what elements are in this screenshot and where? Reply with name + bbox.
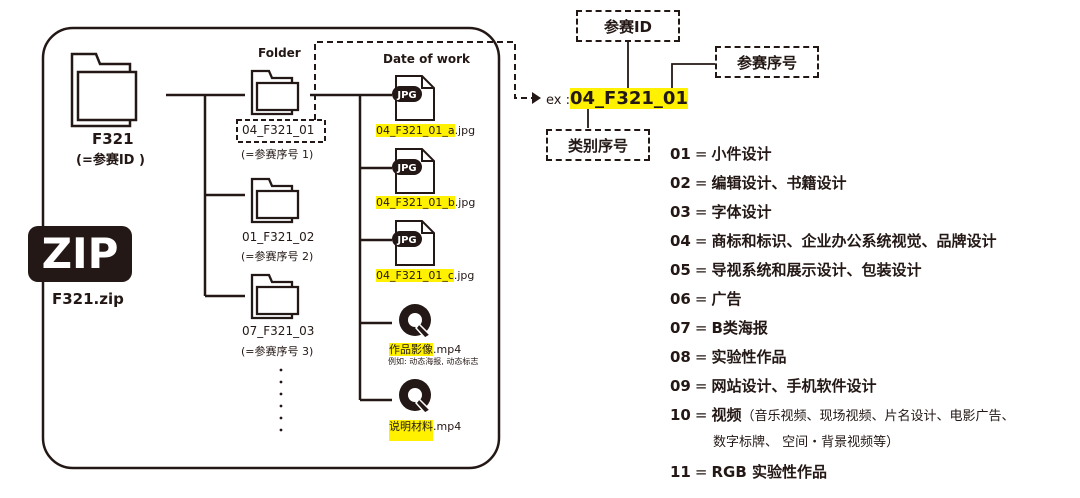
code-09: 09=网站设计、手机软件设计 [670,377,877,395]
code-05: 05=导视系统和展示设计、包装设计 [670,261,922,279]
file-2-name: 04_F321_01_b.jpg [376,196,476,209]
file-5-name: 说明材料.mp4 [389,418,461,441]
code-04: 04=商标和标识、企业办公系统视觉、品牌设计 [670,232,997,250]
video-file-icon-2 [399,379,432,414]
more-dots [279,368,283,432]
folder-2-name: 01_F321_02 [242,230,315,244]
folder-3-sub: (=参赛序号 3) [241,345,314,358]
root-folder-icon [70,52,138,128]
file-4-note: 例如: 动态海报, 动态标志 [388,357,479,366]
file-3-name: 04_F321_01_c.jpg [376,269,475,282]
zip-badge-bg [28,226,132,282]
video-file-icon-1 [399,304,432,339]
folder-header: Folder [258,46,301,60]
svg-text:JPG: JPG [396,90,416,101]
id-connectors [587,40,715,128]
date-header: Date of work [383,52,470,66]
connector-arrowhead [532,92,541,104]
svg-text:JPG: JPG [396,235,416,246]
folder-icon-2 [250,177,300,224]
folder-3-name: 07_F321_03 [242,324,315,338]
code-01: 01=小件设计 [670,145,772,163]
jpg-file-icon-1: JPG [392,75,435,121]
code-10-detail-2: 数字标牌、 空间・背景视频等） [713,435,900,450]
code-10: 10=视频（音乐视频、现场视频、片名设计、电影广告、 [670,406,1015,424]
code-03: 03=字体设计 [670,203,772,221]
code-08: 08=实验性作品 [670,348,787,366]
example-line: ex :04_F321_01 [546,88,688,109]
root-folder-name: F321 [92,130,134,148]
svg-text:JPG: JPG [396,163,416,174]
category-number-label: 类别序号 [546,129,650,161]
root-folder-sub: (=参赛ID ) [76,153,145,168]
tree-lines-folders [166,93,245,298]
folder-2-sub: (=参赛序号 2) [241,250,314,263]
folder-icon-3 [250,273,300,320]
code-02: 02=编辑设计、书籍设计 [670,174,847,192]
jpg-file-icon-2: JPG [392,148,435,194]
file-4-name: 作品影像.mp4 [389,343,462,356]
folder-1-name: 04_F321_01 [242,123,315,137]
code-11: 11=RGB 实验性作品 [670,463,827,481]
tree-lines-files [310,93,392,402]
code-06: 06=广告 [670,290,742,308]
code-07: 07=B类海报 [670,319,768,337]
jpg-file-icon-3: JPG [392,220,435,266]
dashed-connector [314,41,532,120]
entry-number-label: 参赛序号 [715,46,819,78]
folder-name-dashbox [236,119,326,143]
zip-file-name: F321.zip [52,290,124,308]
folder-1-sub: (=参赛序号 1) [241,148,314,161]
file-1-name: 04_F321_01_a.jpg [376,124,476,137]
folder-icon-1 [250,69,300,116]
participant-id-label: 参赛ID [576,10,680,42]
zip-badge-text: ZIP [42,229,119,278]
